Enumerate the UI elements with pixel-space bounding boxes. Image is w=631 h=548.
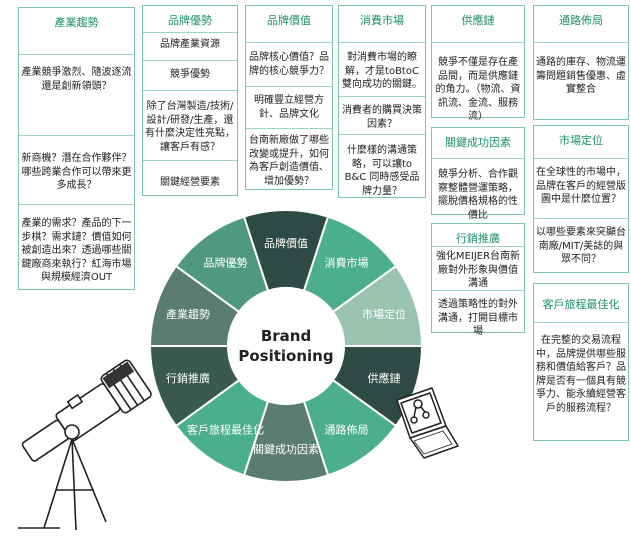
card-item: 消費者的購買決策因素？: [342, 105, 422, 130]
center-circle: [228, 288, 344, 404]
card-item: 競爭優勢: [170, 69, 210, 80]
card-market-position: 市場定位 在全球性的市場中，品牌在客戶的經營版圖中是什麼位置？ 以哪些要素來突顯…: [533, 125, 629, 273]
card-supply-chain: 供應鏈 競爭不僅是存在產品間，而是供應鏈的角力。（物流、資訊流、金流、服務流）: [431, 5, 525, 122]
card-item: 品牌核心價值？品牌的核心競爭力？: [249, 52, 329, 77]
card-title: 產業趨勢: [54, 16, 99, 29]
card-item: 透過策略性的對外溝通，打開目標市場: [438, 299, 518, 337]
card-title: 關鍵成功因素: [445, 136, 511, 149]
card-title: 市場定位: [559, 134, 603, 147]
wheel-segment-label: 行銷推廣: [166, 371, 210, 385]
wheel-segment-label: 通路佈局: [325, 422, 369, 436]
card-item: 在完整的交易流程中，品牌提供哪些服務和價值給客戶？品牌是否有一個具有競爭力、能永…: [536, 335, 626, 414]
card-item: 競爭不僅是存在產品間，而是供應鏈的角力。（物流、資訊流、金流、服務流）: [435, 57, 521, 122]
wheel-segment-label: 消費市場: [325, 256, 369, 270]
card-customer-journey: 客戶旅程最佳化 在完整的交易流程中，品牌提供哪些服務和價值給客戶？品牌是否有一個…: [533, 283, 629, 441]
card-item: 明確豐立經營方針、品牌文化: [254, 95, 324, 120]
card-item: 關鍵經營要素: [160, 177, 220, 188]
card-item: 品牌產業資源: [160, 39, 220, 50]
card-item: 新商機？潛在合作夥伴？哪些跨業合作可以帶來更多成長？: [21, 153, 132, 191]
card-item: 什麼樣的溝通策略，可以讓to B&C 同時感受品牌力量？: [344, 145, 420, 197]
wheel-segment-label: 品牌價值: [264, 236, 308, 250]
card-item: 產業競爭激烈、隨波逐流還是創新領頭？: [21, 67, 132, 92]
card-marketing: 行銷推廣 強化MEIJER台南新廠對外形象與價值溝通 透過策略性的對外溝通，打開…: [431, 223, 525, 337]
card-industry-trend: 產業趨勢 產業競爭激烈、隨波逐流還是創新領頭？ 新商機？潛在合作夥伴？哪些跨業合…: [18, 7, 135, 290]
card-title: 通路佈局: [559, 14, 603, 27]
card-title: 供應鏈: [461, 14, 495, 27]
card-title: 品牌優勢: [168, 14, 212, 27]
card-item: 產業的需求？產品的下一步棋？需求鏈？價值如何被創造出來？透過哪些關鍵廠商來執行？…: [21, 218, 132, 283]
wheel-segment-label: 產業趨勢: [166, 307, 210, 321]
card-item: 競爭分析、合作觀察整體營運策略，擺脫價格規格的性價比: [438, 169, 518, 221]
laptop-icon: [396, 387, 459, 459]
wheel-segment-label: 客戶旅程最佳化: [187, 422, 264, 436]
card-item: 以哪些要素來突顯台南廠/MIT/美誌的與眾不同？: [536, 227, 626, 265]
card-title: 客戶旅程最佳化: [542, 298, 620, 311]
card-item: 在全球性的市場中，品牌在客戶的經營版圖中是什麼位置？: [536, 167, 626, 205]
wheel-segment-label: 品牌優勢: [203, 256, 247, 270]
card-item: 除了台灣製造/技術/設計/研發/生產，還有什麼決定性亮點，讓客戶有感？: [145, 101, 235, 153]
card-title: 行銷推廣: [456, 232, 500, 245]
card-item: 通路的庫存、物流運籌問題銷售優惠、虛實整合: [536, 57, 626, 95]
wheel-segment-label: 關鍵成功因素: [253, 442, 319, 456]
card-channel-layout: 通路佈局 通路的庫存、物流運籌問題銷售優惠、虛實整合: [533, 5, 629, 120]
card-brand-value: 品牌價值 品牌核心價值？品牌的核心競爭力？ 明確豐立經營方針、品牌文化 台南新廠…: [245, 5, 333, 190]
card-item: 台南新廠做了哪些改變或提升，如何為客戶創造價值、增加優勢？: [249, 135, 329, 187]
card-item: 強化MEIJER台南新廠對外形象與價值溝通: [435, 251, 521, 289]
telescope-icon: [18, 359, 152, 531]
center-title-line1: Brand: [261, 327, 311, 345]
card-title: 消費市場: [360, 14, 404, 27]
card-item: 對消費市場的瞭解，才是toBtoC雙向成功的關鍵。: [342, 52, 422, 90]
center-title-line2: Positioning: [238, 347, 333, 365]
wheel-segment-label: 市場定位: [362, 307, 406, 321]
card-consumer-market: 消費市場 對消費市場的瞭解，才是toBtoC雙向成功的關鍵。 消費者的購買決策因…: [338, 5, 426, 198]
card-key-success: 關鍵成功因素 競爭分析、合作觀察整體營運策略，擺脫價格規格的性價比: [431, 127, 525, 221]
card-brand-advantage: 品牌優勢 品牌產業資源 競爭優勢 除了台灣製造/技術/設計/研發/生產，還有什麼…: [142, 5, 238, 196]
wheel-segment-label: 供應鏈: [367, 371, 400, 385]
card-title: 品牌價值: [267, 14, 311, 27]
